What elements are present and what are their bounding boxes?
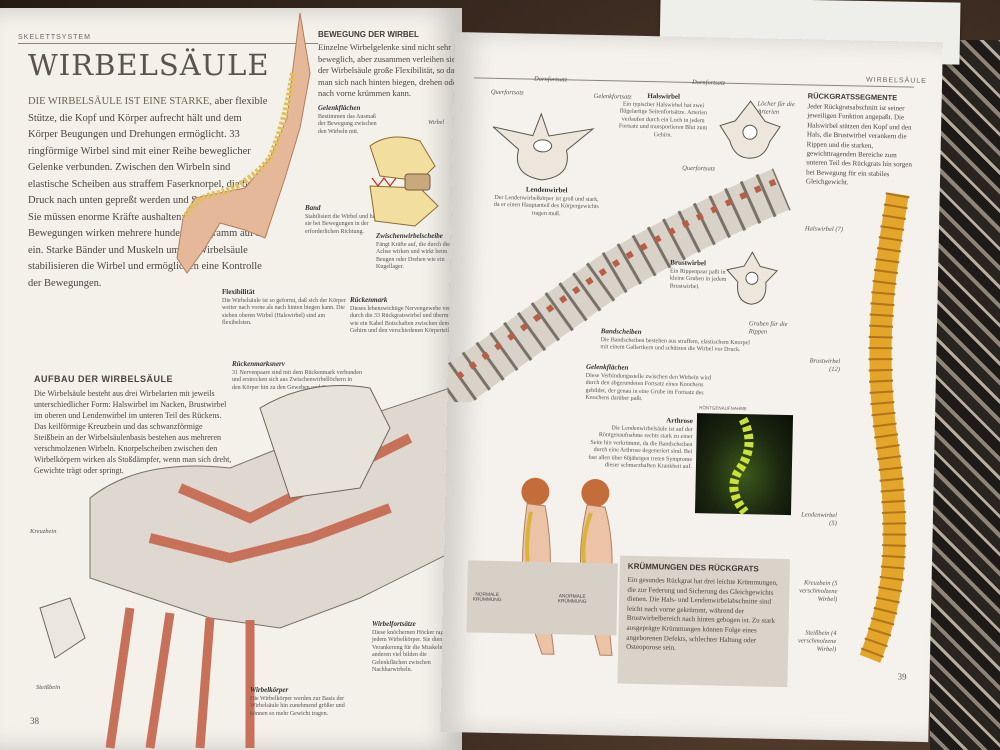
- page-number-right: 39: [897, 671, 907, 682]
- lumbar-vertebra-drawing: [492, 112, 595, 181]
- yellow-spine: [858, 192, 910, 664]
- rug-pattern: [930, 40, 1000, 750]
- cervical-foramen: [742, 124, 758, 140]
- page-header-right: WIRBELSÄULE: [866, 76, 927, 85]
- halswirbel-side-label: Halswirbel (7): [804, 225, 844, 234]
- coccyx-shape: [39, 597, 86, 659]
- bending-figure: [176, 12, 311, 274]
- kreuzbein-label: Kreuzbein: [30, 528, 57, 535]
- abnormal-curve-label: ANORMALE KRÜMMUNG: [557, 594, 587, 605]
- figure-head-abnormal: [581, 479, 610, 508]
- header-rule: [18, 43, 318, 44]
- right-page: WIRBELSÄULE Querfortsatz Dornfortsatz Ge…: [440, 32, 943, 743]
- page-header: SKELETTSYSTEM: [18, 34, 91, 41]
- segmente-text: Jeder Rückgratsabschnitt ist seiner jewe…: [805, 102, 912, 187]
- figure-head-normal: [521, 477, 550, 506]
- brustwirbel-side-label: Brustwirbel (12): [809, 357, 841, 373]
- cervical-vertebra-drawing: [719, 100, 781, 159]
- xray-spine: [729, 417, 754, 516]
- thoracic-foramen: [745, 271, 759, 285]
- figure-body: [176, 12, 311, 274]
- spine-column-body: [447, 168, 791, 410]
- yellow-spine-segments: [858, 192, 910, 664]
- normal-curve-label: NORMALE KRÜMMUNG: [472, 592, 502, 604]
- figure-spine: [182, 72, 296, 220]
- dornfortsatz-label: Dornfortsatz: [533, 75, 568, 84]
- gruben-label: Gruben für die Rippen: [748, 320, 788, 336]
- joint-diagram: [369, 136, 439, 227]
- nerve-roots: [105, 607, 255, 749]
- page-title: WIRBELSÄULE: [28, 48, 270, 82]
- querfortsatz-label: Querfortsatz: [490, 88, 524, 97]
- steissbein-label: Steißbein: [36, 684, 61, 691]
- spine-illustration-left: [39, 385, 461, 749]
- aufbau-text: Die Wirbelsäule besteht aus drei Wirbela…: [34, 389, 232, 475]
- kruemmungen-text: Ein gesundes Rückgrat hat drei leichte K…: [626, 575, 778, 652]
- steissbein-side-label: Steißbein (4 verschmolzene Wirbel): [797, 629, 837, 653]
- movement-heading: BEWEGUNG DER WIRBEL: [318, 30, 419, 39]
- thoracic-vertebra-drawing: [726, 251, 779, 305]
- aufbau-heading: AUFBAU DER WIRBELSÄULE: [34, 374, 173, 384]
- vertebral-foramen: [533, 139, 553, 153]
- spine-illustration-right: [447, 167, 791, 410]
- disc-shape: [404, 173, 431, 191]
- lower-vertebra-shape: [369, 185, 439, 227]
- segmente-heading: RÜCKGRATSSEGMENTE: [807, 91, 898, 103]
- wirbel-label: Wirbel: [428, 120, 444, 126]
- kreuzbein-side-label: Kreuzbein (5 verschmolzene Wirbel): [799, 579, 838, 603]
- joint-zigzag: [371, 177, 397, 187]
- intro-text: DIE WIRBELSÄULE IST EINE STARKE, aber fl…: [28, 96, 268, 289]
- roentgen-label: RÖNTGENAUFNAHME: [699, 405, 747, 412]
- spine-nerves: [455, 176, 784, 380]
- left-page: SKELETTSYSTEM WIRBELSÄULE DIE WIRBELSÄUL…: [0, 8, 462, 750]
- xray-image: [694, 413, 794, 516]
- lendenwirbel-side-label: Lendenwirbel (5): [801, 511, 838, 527]
- dornfortsatz2-label: Dornfortsatz: [691, 78, 726, 87]
- page-number-left: 38: [30, 716, 39, 726]
- movement-text: Einzelne Wirbelgelenke sind nicht sehr b…: [318, 42, 460, 98]
- vertebra-bulge: [259, 385, 391, 499]
